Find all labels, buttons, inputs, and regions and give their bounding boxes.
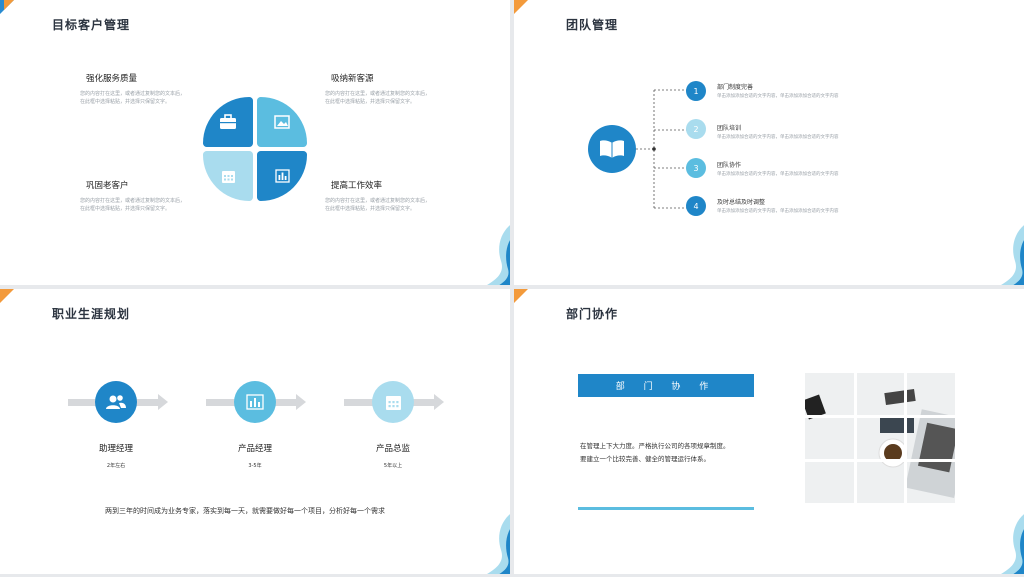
- slide-department-collaboration[interactable]: 部门协作 部 门 协 作 在管理上下大力度。严格执行公司的各项规章制度。 要建立…: [514, 289, 1024, 574]
- slide-career-planning[interactable]: 职业生涯规划 助理经理 2年左右 产品经理 3-5年 产品总监 5年以上 两到三…: [0, 289, 510, 574]
- corner-accent-orange: [0, 289, 14, 303]
- step-role: 助理经理: [98, 444, 133, 454]
- item-desc: 您的内容打在这里，或者通过复制您的文本后，在此框中选择粘贴，并选择只保留文字。: [325, 198, 431, 212]
- arrow-head: [434, 394, 444, 410]
- arrow-head: [296, 394, 306, 410]
- bar-chart-icon: [246, 394, 264, 410]
- image-icon: [274, 115, 290, 129]
- team-book-circle: [588, 125, 636, 173]
- item-desc: 单击添加添加合适的文字内容，单击添加添加合适的文字内容: [717, 209, 839, 214]
- step-years: 2年左右: [106, 463, 126, 469]
- slide-title: 职业生涯规划: [52, 307, 131, 321]
- calendar-icon: [221, 170, 235, 183]
- slide-title: 团队管理: [566, 18, 619, 32]
- corner-wave-decoration: [487, 514, 510, 574]
- summary-text: 两到三年的时间成为业务专家，落实到每一天，就需要做好每一个项目，分析好每一个需求: [105, 507, 385, 515]
- quadrant-efficiency[interactable]: [257, 151, 307, 201]
- item-label: 强化服务质量: [86, 74, 138, 84]
- item-title: 部门制度完善: [717, 84, 754, 91]
- step-number: 3: [686, 158, 706, 178]
- corner-accent-orange: [514, 0, 528, 14]
- item-desc: 您的内容打在这里，或者通过复制您的文本后，在此框中选择粘贴，并选择只保留文字。: [325, 91, 431, 105]
- step-years: 5年以上: [383, 463, 403, 469]
- briefcase-icon: [220, 114, 236, 129]
- item-desc: 您的内容打在这里，或者通过复制您的文本后，在此框中选择粘贴，并选择只保留文字。: [80, 198, 186, 212]
- desk-photo-image: [805, 373, 955, 503]
- connector-lines: [636, 89, 689, 210]
- book-icon: [600, 140, 624, 158]
- item-desc: 单击添加添加合适的文字内容，单击添加添加合适的文字内容: [717, 172, 839, 177]
- corner-accent-orange: [4, 0, 14, 10]
- corner-wave-decoration: [1001, 225, 1024, 285]
- step-role: 产品经理: [237, 444, 272, 454]
- slide-team-management[interactable]: 团队管理 1 部门制度完善 单击添加添加合适的文字内容，单击添加添加合适的文字内…: [514, 0, 1024, 285]
- step-circle: [95, 381, 137, 423]
- step-number: 1: [686, 81, 706, 101]
- step-circle: [372, 381, 414, 423]
- slide-target-customer[interactable]: 目标客户管理 强化服务质量 您的内容打在这里，或者通过复制您的文本后，在此框中选…: [0, 0, 510, 285]
- step-number: 2: [686, 119, 706, 139]
- item-title: 团队协作: [717, 162, 742, 169]
- body-text: 在管理上下大力度。严格执行公司的各项规章制度。 要建立一个比较完善、健全的管理运…: [580, 442, 730, 463]
- quadrant-new-customer[interactable]: [257, 97, 307, 147]
- quadrant-old-customer[interactable]: [203, 151, 253, 201]
- step-number: 4: [686, 196, 706, 216]
- item-label: 提高工作效率: [331, 181, 383, 191]
- users-icon: [106, 395, 126, 409]
- item-label: 吸纳新客源: [331, 74, 374, 84]
- step-circle: [234, 381, 276, 423]
- item-label: 巩固老客户: [86, 181, 129, 191]
- section-banner: 部 门 协 作: [578, 374, 754, 397]
- slide-title: 部门协作: [566, 307, 619, 321]
- item-desc: 单击添加添加合适的文字内容，单击添加添加合适的文字内容: [717, 135, 839, 140]
- step-years: 3-5年: [248, 463, 262, 469]
- underline-bar: [578, 507, 754, 510]
- corner-accent-orange: [514, 289, 528, 303]
- step-role: 产品总监: [375, 444, 410, 454]
- calendar-icon: [385, 395, 401, 410]
- corner-wave-decoration: [487, 225, 510, 285]
- item-desc: 您的内容打在这里，或者通过复制您的文本后，在此框中选择粘贴，并选择只保留文字。: [80, 91, 186, 105]
- quadrant-service[interactable]: [203, 97, 253, 147]
- item-title: 及时总结及时调整: [717, 199, 766, 206]
- item-desc: 单击添加添加合适的文字内容，单击添加添加合适的文字内容: [717, 94, 839, 99]
- corner-wave-decoration: [1001, 514, 1024, 574]
- arrow-head: [158, 394, 168, 410]
- bar-chart-icon: [274, 169, 290, 183]
- office-photo: [805, 373, 955, 503]
- item-title: 团队培训: [717, 125, 742, 132]
- slide-title: 目标客户管理: [52, 18, 131, 32]
